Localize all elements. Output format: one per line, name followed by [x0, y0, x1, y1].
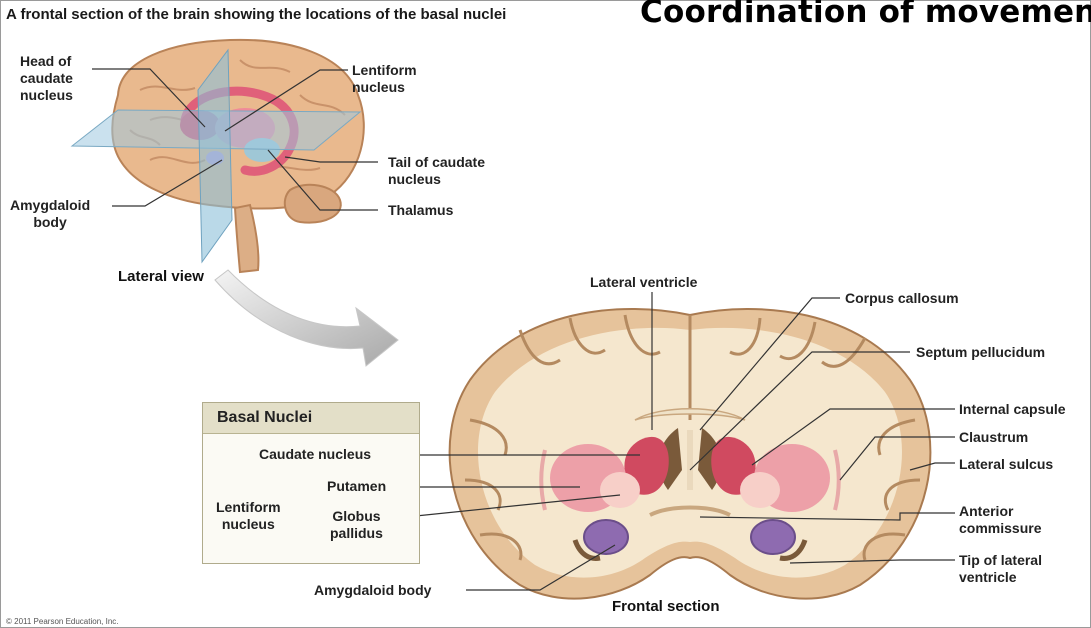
- frontal-section-label: Frontal section: [612, 598, 720, 615]
- arrow-graphic: [215, 270, 398, 366]
- label-amygdaloid-lateral: Amygdaloid body: [10, 197, 90, 231]
- label-tip-lateral-ventricle: Tip of lateral ventricle: [959, 552, 1042, 586]
- brainstem: [235, 205, 258, 272]
- box-lentiform-nucleus: Lentiform nucleus: [216, 499, 281, 533]
- label-anterior-commissure: Anterior commissure: [959, 503, 1041, 537]
- box-caudate-nucleus: Caudate nucleus: [259, 446, 371, 463]
- label-lateral-ventricle: Lateral ventricle: [590, 274, 697, 291]
- box-putamen: Putamen: [327, 478, 386, 495]
- copyright-notice: © 2011 Pearson Education, Inc.: [6, 617, 118, 626]
- amygdala-right: [751, 520, 795, 554]
- basal-nuclei-box: Basal Nuclei: [202, 402, 420, 564]
- label-septum-pellucidum: Septum pellucidum: [916, 344, 1045, 361]
- box-globus-pallidus: Globus pallidus: [330, 508, 383, 542]
- lateral-brain: [112, 40, 364, 272]
- label-lentiform-lateral: Lentiform nucleus: [352, 62, 417, 96]
- basal-nuclei-title: Basal Nuclei: [203, 403, 419, 434]
- label-thalamus: Thalamus: [388, 202, 453, 219]
- label-internal-capsule: Internal capsule: [959, 401, 1066, 418]
- label-tail-caudate: Tail of caudate nucleus: [388, 154, 485, 188]
- septum: [687, 430, 693, 490]
- lateral-view-label: Lateral view: [118, 268, 204, 285]
- cerebellum: [285, 185, 341, 223]
- label-claustrum: Claustrum: [959, 429, 1028, 446]
- label-corpus-callosum: Corpus callosum: [845, 290, 959, 307]
- label-lateral-sulcus: Lateral sulcus: [959, 456, 1053, 473]
- globus-left: [600, 472, 640, 508]
- amygdala-left: [584, 520, 628, 554]
- slide-title: Coordination of movement: [640, 0, 1091, 30]
- globus-right: [740, 472, 780, 508]
- figure-caption: A frontal section of the brain showing t…: [6, 6, 506, 23]
- label-head-caudate: Head of caudate nucleus: [20, 53, 73, 104]
- label-amygdaloid-body: Amygdaloid body: [314, 582, 431, 599]
